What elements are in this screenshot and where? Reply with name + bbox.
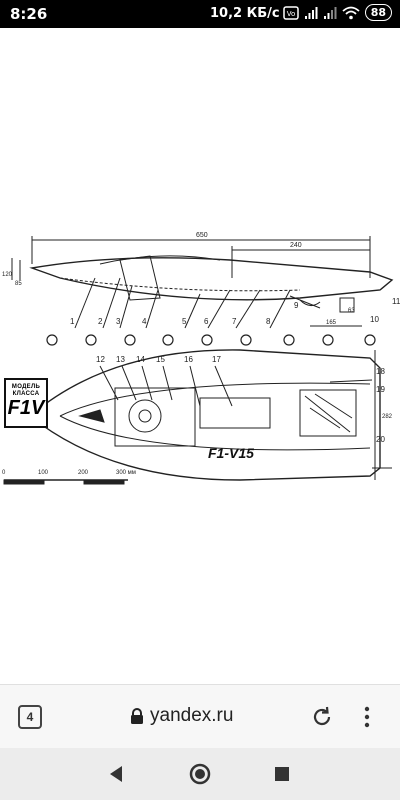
part-number: 15: [156, 355, 165, 364]
part-number: 14: [136, 355, 145, 364]
boat-drawing: 650 240 120 85 165 63 282 1 2 3 4 5 6 7 …: [2, 232, 400, 485]
dim-stern: 165: [326, 320, 337, 326]
signal-icon: [323, 6, 337, 19]
part-number: 2: [98, 317, 103, 326]
dim-overall: 650: [196, 232, 208, 239]
battery-icon: 88: [364, 4, 392, 21]
part-number: 6: [204, 317, 209, 326]
hull-label: F1-V15: [208, 445, 254, 461]
back-icon[interactable]: [104, 762, 128, 786]
url-text: yandex.ru: [150, 705, 234, 726]
part-number: 12: [96, 355, 105, 364]
wifi-icon: [342, 6, 360, 19]
navigation-bar: [0, 748, 400, 800]
part-number: 19: [376, 385, 385, 394]
status-icons: Vo 88: [282, 4, 392, 21]
model-class-badge: МОДЕЛЬ КЛАССА F1V: [4, 378, 48, 428]
part-number: 16: [184, 355, 193, 364]
tab-count-button[interactable]: 4: [18, 705, 42, 729]
scale-label: 100: [38, 470, 49, 476]
recents-icon[interactable]: [270, 762, 294, 786]
badge-top-text: МОДЕЛЬ КЛАССА: [11, 384, 41, 397]
part-number: 1: [70, 317, 75, 326]
part-number: 8: [266, 317, 271, 326]
svg-text:Vo: Vo: [286, 10, 295, 18]
part-number: 4: [142, 317, 147, 326]
part-number: 10: [370, 315, 379, 324]
dim-height2: 85: [15, 281, 22, 287]
dim-width: 282: [382, 414, 393, 420]
part-number: 11: [392, 297, 400, 306]
scale-label: 200: [78, 470, 89, 476]
part-number: 20: [376, 435, 385, 444]
part-number: 17: [212, 355, 221, 364]
more-options-icon[interactable]: [362, 705, 372, 729]
part-number: 13: [116, 355, 125, 364]
image-viewer[interactable]: 650 240 120 85 165 63 282 1 2 3 4 5 6 7 …: [0, 28, 400, 684]
network-speed: 10,2 КБ/с: [210, 6, 280, 21]
status-bar: 8:26 10,2 КБ/с Vo 88: [0, 0, 400, 28]
dim-cabin: 240: [290, 242, 302, 249]
reload-icon[interactable]: [310, 705, 334, 729]
part-number: 9: [294, 301, 299, 310]
scale-label: 0: [2, 470, 6, 476]
volte-icon: Vo: [282, 5, 299, 20]
part-number: 3: [116, 317, 121, 326]
scale-label: 300 мм: [116, 470, 136, 476]
dim-sub: 63: [348, 308, 355, 314]
part-number: 18: [376, 367, 385, 376]
badge-class-text: F1V: [7, 397, 45, 419]
part-number: 7: [232, 317, 237, 326]
lock-icon: [131, 708, 143, 724]
dim-height1: 120: [2, 272, 13, 278]
part-number: 5: [182, 317, 187, 326]
home-icon[interactable]: [188, 762, 212, 786]
browser-bar: 4 yandex.ru: [0, 684, 400, 749]
status-time: 8:26: [10, 5, 48, 23]
signal-icon: [304, 6, 318, 19]
address-bar[interactable]: yandex.ru: [130, 705, 233, 727]
